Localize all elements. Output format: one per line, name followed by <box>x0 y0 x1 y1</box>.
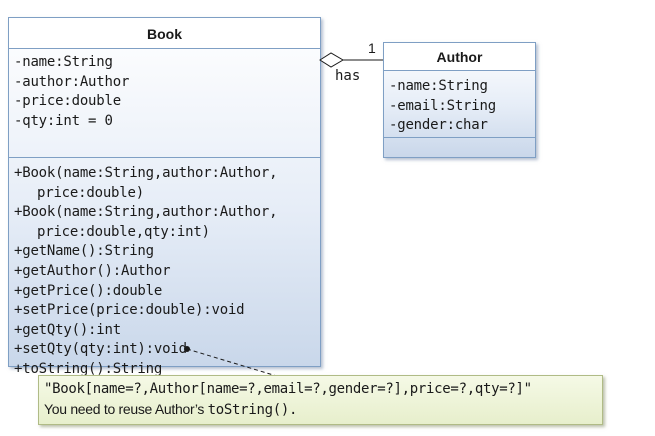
book-methods: +Book(name:String,author:Author, price:d… <box>9 158 320 380</box>
book-method: +getAuthor():Author <box>14 262 171 279</box>
note-hint-line: You need to reuse Author’s toString(). <box>44 399 602 420</box>
book-attribute: -author:Author <box>14 73 130 90</box>
book-method: +getPrice():double <box>14 282 163 299</box>
book-attribute: -price:double <box>14 93 121 110</box>
book-method: +Book(name:String,author:Author, <box>14 204 278 221</box>
book-method: +getName():String <box>14 243 154 260</box>
author-attribute: -email:String <box>389 97 496 114</box>
book-method: +Book(name:String,author:Author, <box>14 165 278 181</box>
book-method: +setQty(qty:int):void <box>14 341 187 358</box>
note-format-line: "Book[name=?,Author[name=?,email=?,gende… <box>44 381 532 397</box>
book-attribute: -name:String <box>14 54 113 70</box>
author-attributes: -name:String -email:String -gender:char <box>384 71 535 138</box>
book-method-continuation: price:double,qty:int) <box>37 223 210 240</box>
aggregation-diamond-icon <box>319 52 344 68</box>
association-multiplicity: 1 <box>368 40 376 56</box>
note-hint-code: toString(). <box>207 402 298 418</box>
author-attribute: -gender:char <box>389 117 488 134</box>
note-anchor-dot-icon <box>184 346 190 352</box>
author-attribute: -name:String <box>389 78 488 94</box>
note-hint-text: You need to reuse Author’s <box>44 401 208 417</box>
association-label: has <box>335 68 361 84</box>
book-method-tostring: +toString():String <box>14 360 163 377</box>
book-attributes: -name:String -author:Author -price:doubl… <box>9 49 320 158</box>
book-class[interactable]: Book -name:String -author:Author -price:… <box>8 17 321 377</box>
author-class[interactable]: Author -name:String -email:String -gende… <box>383 42 536 158</box>
book-method-continuation: price:double) <box>37 184 144 201</box>
author-class-name: Author <box>384 43 535 71</box>
tostring-note[interactable]: "Book[name=?,Author[name=?,email=?,gende… <box>38 375 603 425</box>
book-method: +setPrice(price:double):void <box>14 302 245 319</box>
book-attribute: -qty:int = 0 <box>14 112 113 129</box>
note-anchor-line <box>186 348 281 378</box>
book-class-name: Book <box>9 18 320 49</box>
book-method: +getQty():int <box>14 321 121 338</box>
